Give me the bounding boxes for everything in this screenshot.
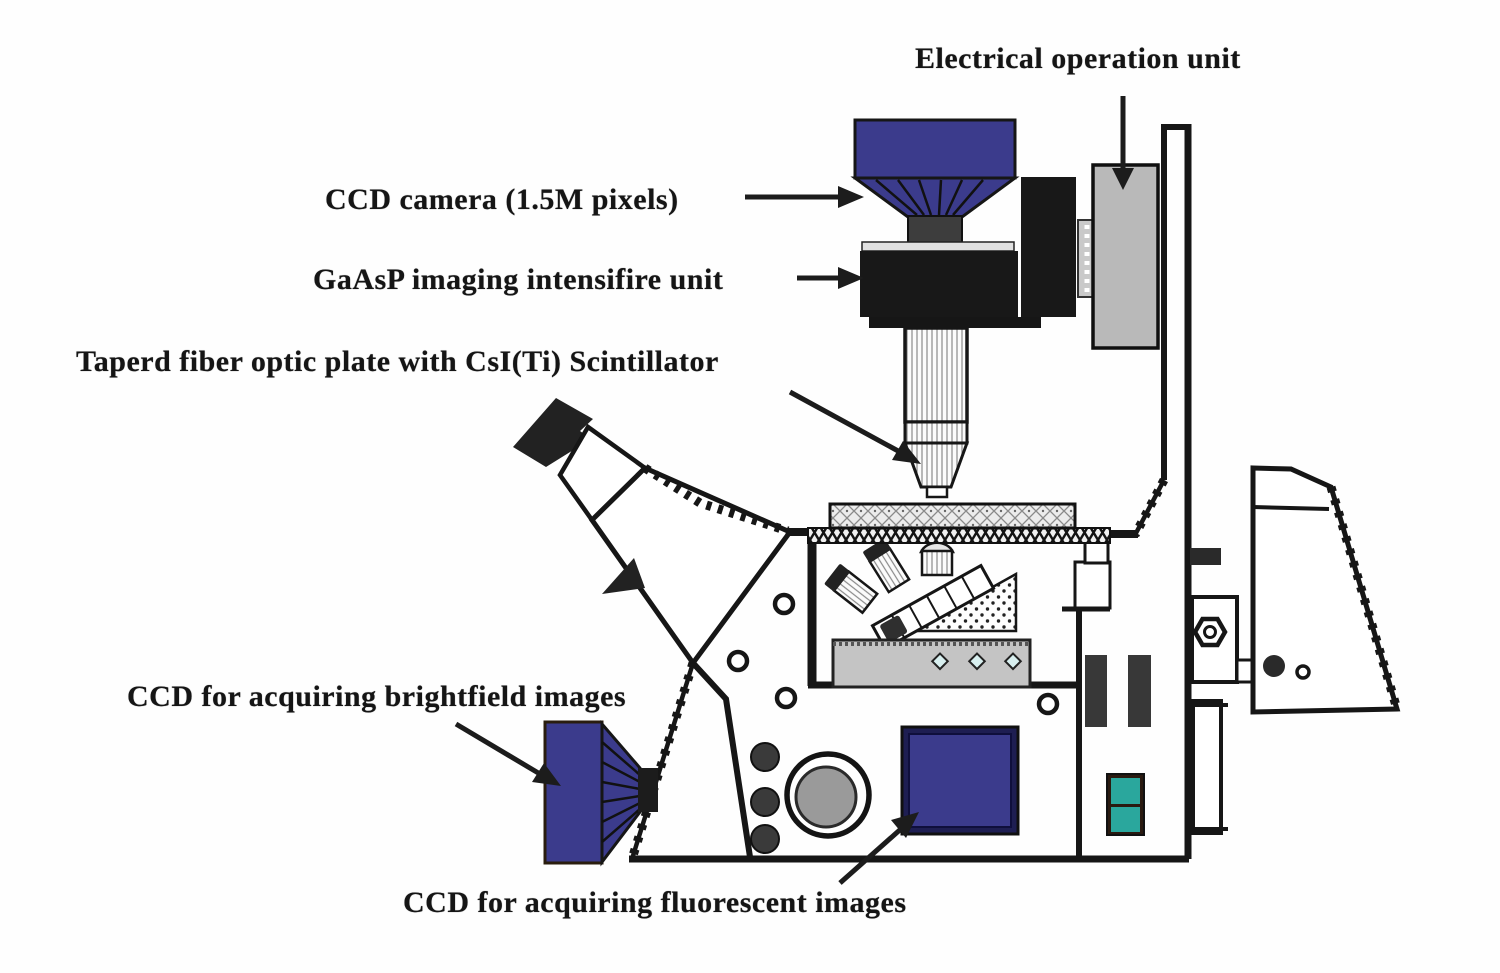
body-front-edge-bead [627,661,698,861]
pillar-side-panel [1191,699,1223,835]
arrowhead-fiber-optic [892,441,921,464]
lamp-house-body [1250,465,1401,715]
teal-button-bottom [1111,807,1140,832]
label-fiber-optic: Taperd fiber optic plate with CsI(Ti) Sc… [76,345,719,378]
base-bolt-3 [1003,652,1023,671]
fluorescent-ccd-window [908,733,1012,828]
focus-knob [794,765,858,829]
brightfield-taper-ribs [601,741,641,843]
vent-slot-2 [1128,655,1151,727]
lamp-house-lid-line [1252,505,1330,511]
brightfield-ccd [543,719,658,867]
taper-ribs [875,179,984,216]
adjust-knob-2 [750,787,780,817]
objective-lens-1 [824,564,879,615]
condenser-mount [1073,560,1112,610]
adjust-knob-1 [750,742,780,772]
label-ccd-camera: CCD camera (1.5M pixels) [325,183,679,216]
brightfield-ccd-body [543,720,604,865]
nosepiece-bar [870,563,996,651]
brightfield-mount-nub [638,768,658,812]
fluorescent-ccd [900,725,1020,836]
fiber-optic-cylinder [903,326,969,424]
body-details [726,592,1151,854]
arrow-fiber-optic [788,389,902,455]
arrowhead-electrical [1112,168,1134,190]
eyepiece-assembly [513,398,814,668]
objective-lens-2 [863,538,911,594]
intensifier-base-plate [869,317,1041,328]
body-inner-edge [690,660,753,858]
fiber-optic-taper-tip [902,441,970,489]
ccd-camera-unit [850,118,1020,245]
camera-neck [907,215,963,245]
arrowhead-fluorescent [891,812,919,838]
fiber-optic-plate-assembly [902,326,970,499]
label-gaasp-unit: GaAsP imaging intensifire unit [313,263,724,296]
base-bolt-2 [967,652,987,671]
annotation-arrows [454,96,1134,885]
pillar-tab [1190,548,1221,565]
fiber-optic-band [903,420,969,445]
intensifier-side-box [1021,177,1076,317]
stage-base [831,638,1032,689]
arrow-fluorescent [838,826,904,885]
stage-rack-strip [807,527,1111,544]
binocular-head [588,465,794,668]
body-screw-2 [726,649,750,673]
teal-button-top [1111,778,1140,804]
arrowhead-brightfield [532,763,561,786]
objective-lens-3 [919,541,955,577]
lamp-knob-small [1295,664,1311,680]
lamp-knob-large [1263,655,1285,677]
body-screw-1 [772,592,796,616]
pillar-diagonal-bead [1131,477,1168,538]
body-screw-3 [774,686,798,710]
arrowhead-ccd-camera [838,186,864,208]
lamp-house [1250,465,1402,715]
microscope-body [627,660,1189,863]
label-ccd-brightfield: CCD for acquiring brightfield images [127,680,627,713]
intensifier-top-strip [861,241,1015,252]
brightfield-ccd-taper [600,719,642,867]
intensifier-main-box [860,251,1018,317]
hex-bolt-center [1203,625,1217,639]
electrical-operation-unit [1077,163,1160,350]
base-bolt-1 [930,652,950,671]
tip-nub [925,485,949,499]
body-screw-4 [1036,692,1060,716]
vent-slot-1 [1085,655,1107,727]
adjust-knob-3 [750,824,780,854]
arrow-brightfield [454,721,542,777]
label-ccd-fluorescent: CCD for acquiring fluorescent images [403,886,907,919]
objective-turret [824,538,1032,689]
electrical-unit-box [1091,163,1160,350]
arrowhead-gaasp [838,267,864,289]
fiber-optic-stage-plate [828,502,1077,530]
ccd-camera-head [853,118,1017,180]
light-path-wedge [602,558,645,594]
label-electrical-unit: Electrical operation unit [915,42,1241,75]
side-panel-caps [1193,703,1228,831]
support-pillar [1131,124,1255,859]
gaasp-intensifier-unit [860,177,1076,328]
